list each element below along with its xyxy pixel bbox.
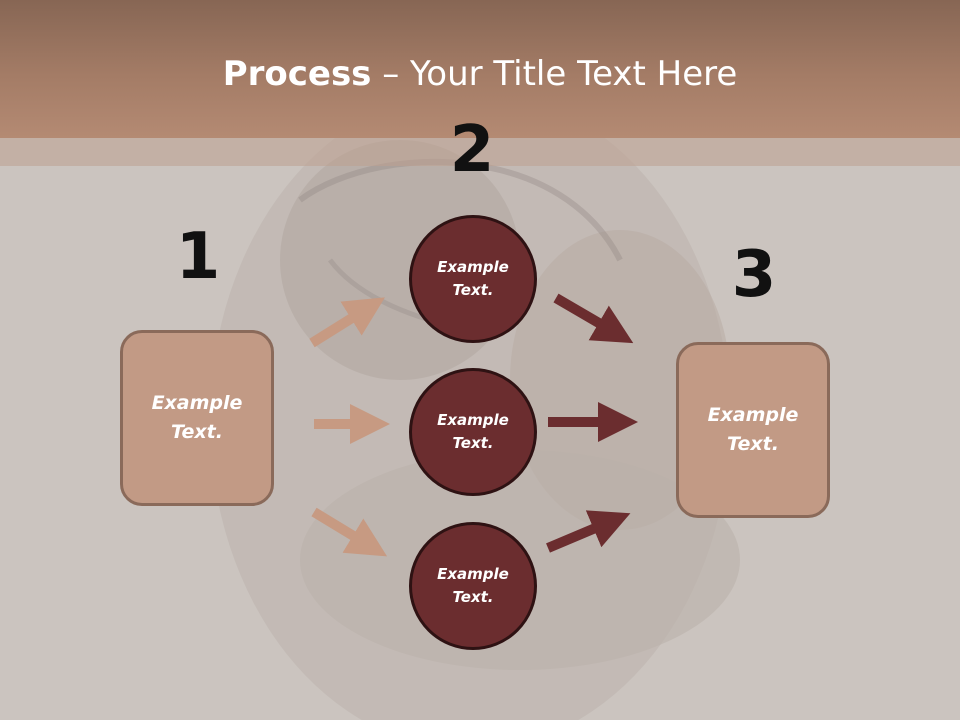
title-bold: Process — [222, 54, 372, 94]
circle-bottom: Example Text. — [409, 522, 537, 650]
arrow-left-to-bottom — [311, 507, 388, 557]
step-box-right: Example Text. — [676, 342, 830, 518]
arrow-bottom-to-right — [546, 510, 631, 553]
title-rest: – Your Title Text Here — [371, 54, 738, 94]
circle-middle-label: Example Text. — [437, 411, 509, 452]
circle-top: Example Text. — [409, 215, 537, 343]
step-box-left: Example Text. — [120, 330, 274, 506]
step-number-2: 2 — [449, 113, 495, 187]
circle-top-label: Example Text. — [437, 258, 509, 299]
step-box-right-label: Example Text. — [707, 404, 799, 455]
step-box-left-label: Example Text. — [151, 392, 243, 443]
circle-middle: Example Text. — [409, 368, 537, 496]
arrow-left-to-top — [309, 297, 385, 348]
header-strip — [0, 138, 960, 166]
header-band — [0, 0, 960, 138]
slide-title: Process – Your Title Text Here — [0, 52, 960, 96]
step-number-3: 3 — [731, 238, 777, 312]
step-number-1: 1 — [175, 220, 221, 294]
circle-bottom-label: Example Text. — [437, 565, 509, 606]
arrow-top-to-right — [553, 293, 634, 344]
